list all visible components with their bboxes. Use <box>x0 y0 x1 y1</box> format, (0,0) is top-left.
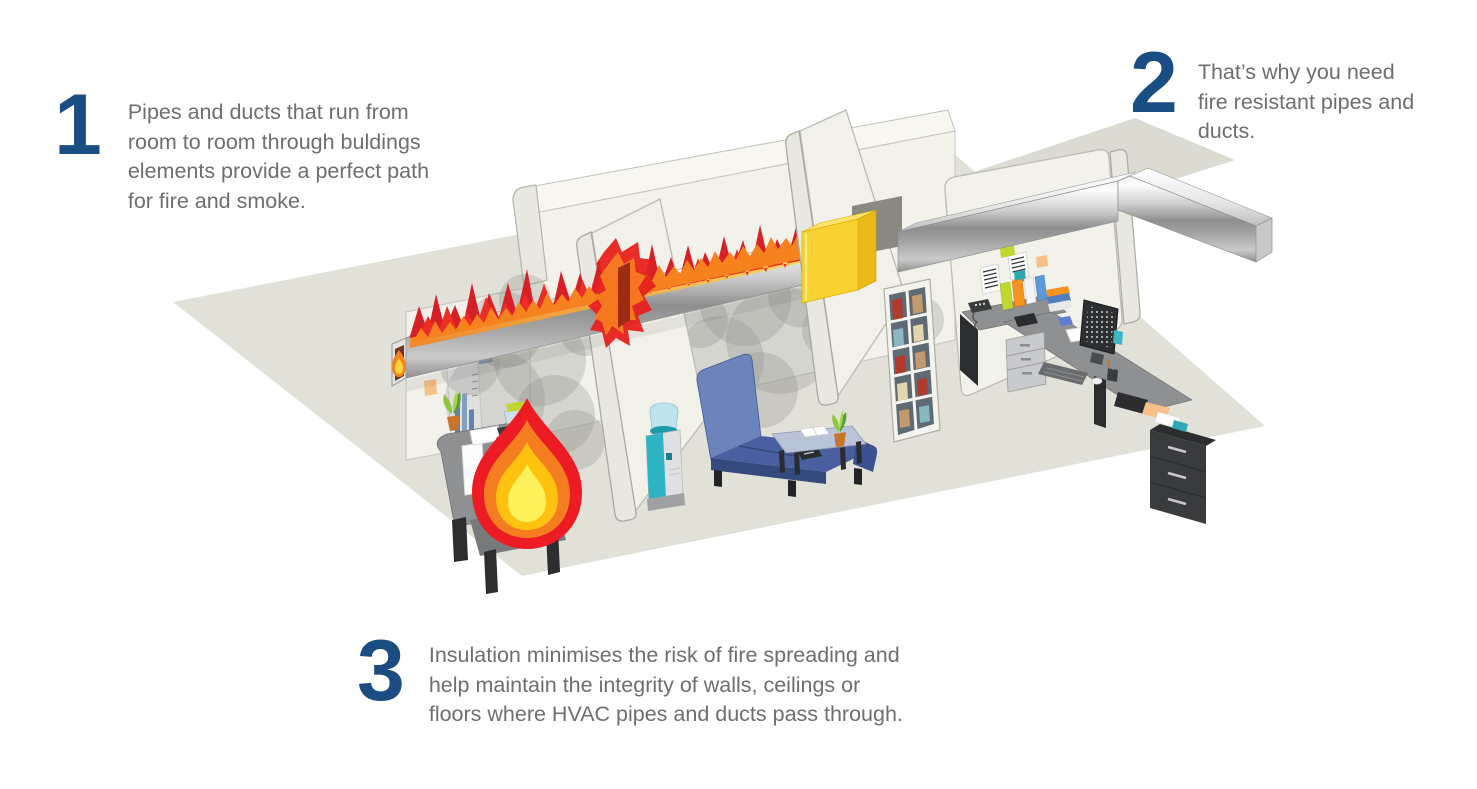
books <box>892 294 930 428</box>
step-2-number: 2 <box>1130 35 1178 131</box>
wall-penetration-flames <box>588 238 656 348</box>
open-book <box>799 425 830 438</box>
pen-cup <box>1107 359 1118 382</box>
step-3-text: Insulation minimises the risk of fire sp… <box>428 643 903 727</box>
bookshelf <box>883 278 941 443</box>
desk-plant <box>443 391 461 431</box>
hvac-duct-continuation <box>897 167 1273 273</box>
drawer-unit-silver <box>1005 331 1047 393</box>
mouse <box>1091 377 1103 385</box>
sticky-note <box>1113 330 1123 345</box>
step-1-number: 1 <box>54 77 102 173</box>
office-desk <box>960 274 1216 524</box>
fire-insulation-sleeve <box>801 209 877 304</box>
desk-phone <box>968 299 992 331</box>
tablet <box>1014 313 1038 327</box>
wall-notes <box>979 245 1048 295</box>
step-2: 2 That’s why you need fire resistant pip… <box>1130 35 1458 147</box>
binders <box>999 274 1072 312</box>
drawer-unit-dark <box>1149 424 1216 524</box>
step-1: 1 Pipes and ducts that run from room to … <box>54 77 488 216</box>
step-1-text: Pipes and ducts that run from room to ro… <box>127 100 430 213</box>
notebook <box>1114 392 1148 414</box>
water-cooler <box>645 402 685 511</box>
table-plant <box>832 410 847 447</box>
desk-monitor <box>1079 299 1123 365</box>
step-3-number: 3 <box>357 623 405 719</box>
step-2-text: That’s why you need fire resistant pipes… <box>1197 60 1415 144</box>
fire-flame-large <box>472 398 582 549</box>
coffee-table <box>771 410 867 475</box>
step-3: 3 Insulation minimises the risk of fire … <box>357 623 969 730</box>
